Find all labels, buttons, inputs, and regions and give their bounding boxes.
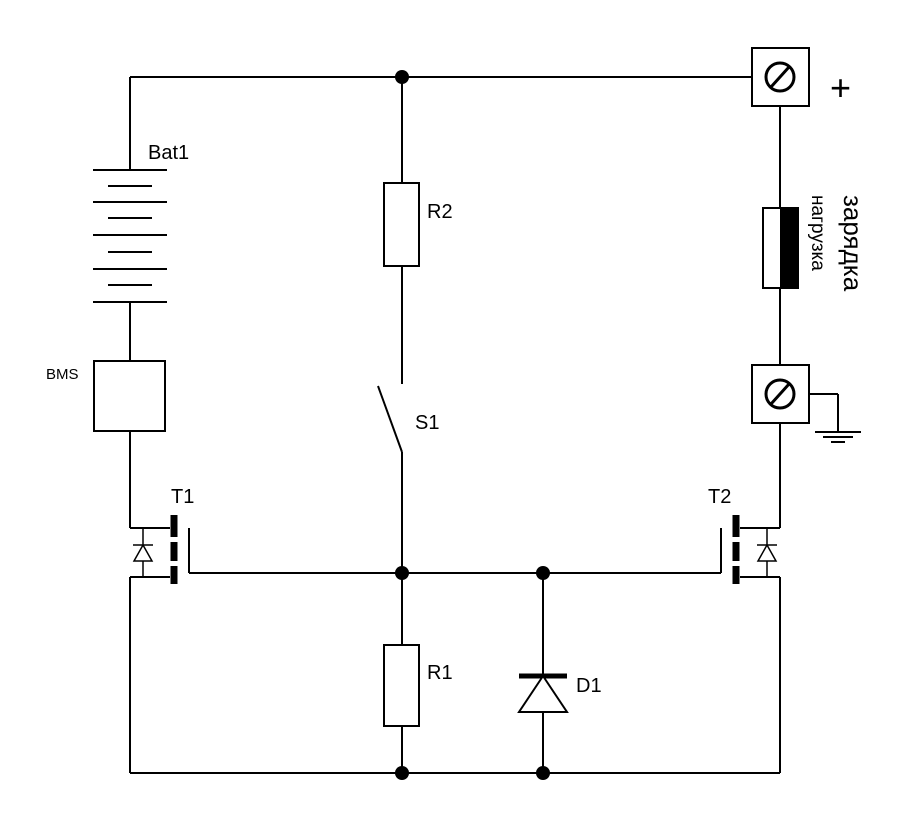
- r2-label: R2: [427, 201, 453, 223]
- charge-label: зарядка: [838, 195, 868, 292]
- junction-dot: [395, 766, 409, 780]
- load-label: нагрузка: [807, 195, 828, 271]
- t1-label: T1: [171, 486, 194, 508]
- plus-label: +: [830, 67, 851, 108]
- resistor-r1: [383, 644, 420, 727]
- junction-dot: [536, 766, 550, 780]
- diode-d1: [517, 673, 569, 713]
- switch-s1: [377, 385, 403, 453]
- terminal-negative: [751, 364, 810, 424]
- s1-label: S1: [415, 412, 439, 434]
- d1-label: D1: [576, 675, 602, 697]
- ground-icon: [815, 431, 861, 443]
- terminal-positive: [751, 47, 810, 107]
- t2-label: T2: [708, 486, 731, 508]
- battery-bat1: [93, 169, 167, 303]
- mosfet-t2: [720, 515, 778, 584]
- mosfet-t1: [132, 515, 190, 584]
- junction-dot: [536, 566, 550, 580]
- r1-label: R1: [427, 662, 453, 684]
- resistor-r2: [383, 182, 420, 267]
- junction-dot: [395, 566, 409, 580]
- bms-box: [93, 360, 166, 432]
- load-block: [762, 207, 799, 289]
- bms-label: BMS: [46, 366, 79, 383]
- junctions: [395, 70, 550, 780]
- wires: [129, 76, 839, 774]
- junction-dot: [395, 70, 409, 84]
- bat1-label: Bat1: [148, 142, 189, 164]
